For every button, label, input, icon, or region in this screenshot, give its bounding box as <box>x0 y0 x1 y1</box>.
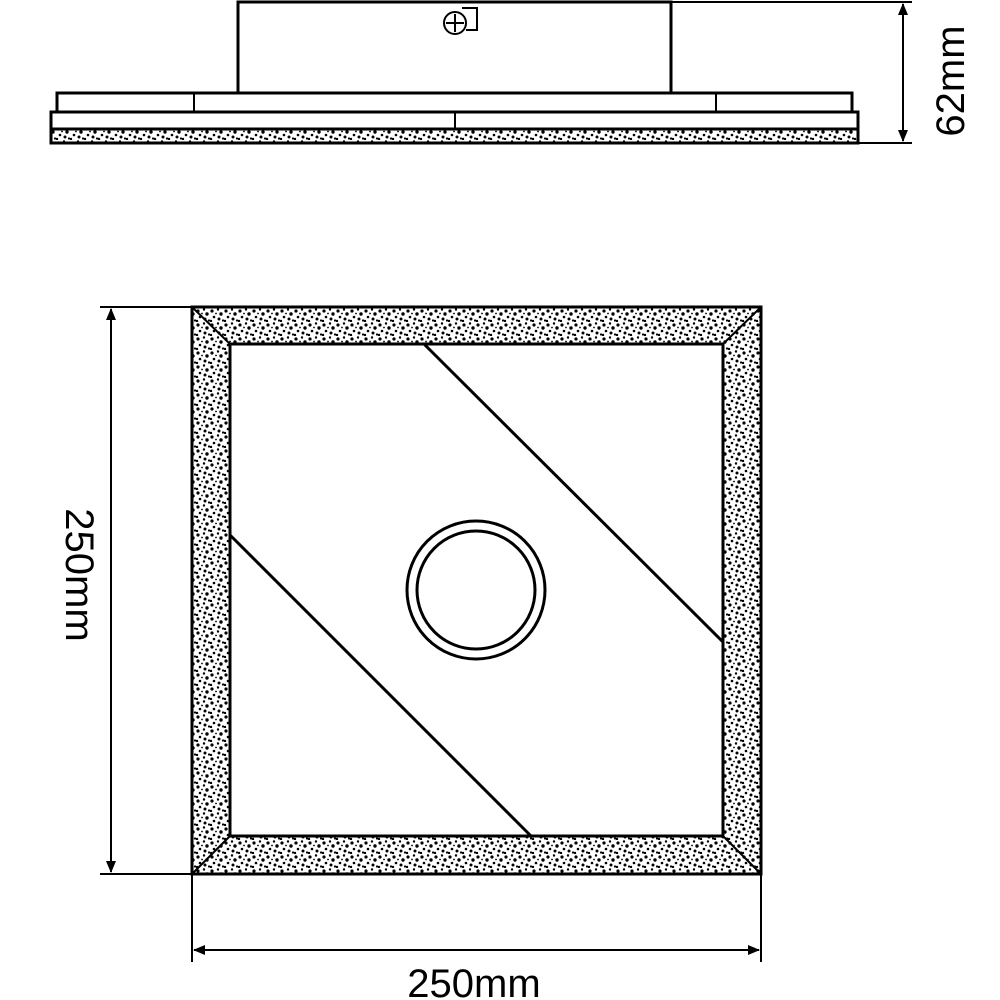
side-view: 62mm <box>49 0 973 145</box>
width-label: 250mm <box>407 962 540 1000</box>
height-dimension: 62mm <box>671 1 973 144</box>
center-disc <box>405 519 547 661</box>
mounting-screw-icon <box>443 7 478 35</box>
width-dimension: 250mm <box>191 874 762 1000</box>
height-label: 62mm <box>929 25 973 136</box>
speckled-diffuser-strip <box>49 127 860 145</box>
frame-upper-plate <box>55 91 854 114</box>
depth-dimension: 250mm <box>57 306 192 875</box>
diagonal-line-upper <box>422 342 725 644</box>
depth-label: 250mm <box>57 508 101 641</box>
diagonal-line-lower <box>228 533 533 838</box>
top-view: 250mm 250mm <box>57 305 763 1000</box>
speckled-frame <box>192 307 761 874</box>
